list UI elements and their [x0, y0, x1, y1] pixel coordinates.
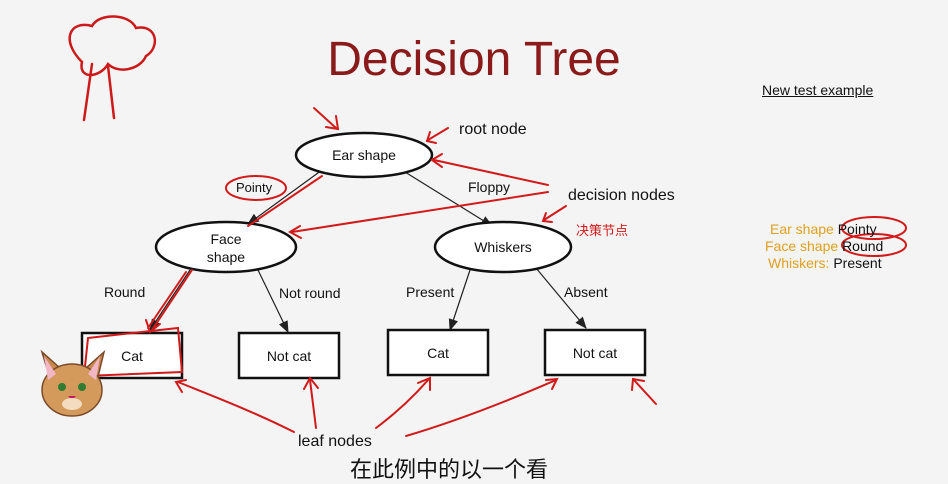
label-leaf-nodes: leaf nodes	[298, 433, 372, 450]
leaf-notcat-1	[237, 331, 341, 380]
whiskers-node	[433, 220, 573, 274]
red-arrow-decision-1-head	[430, 153, 443, 168]
pointy-circle	[225, 175, 287, 201]
round-value-circle	[841, 233, 907, 257]
face-node-label-line1: Face	[210, 231, 241, 247]
red-arrow-leaf-5-head	[631, 377, 645, 391]
tree-sketch-icon	[68, 15, 157, 122]
test-feature-face: Face shape Round	[765, 238, 883, 254]
test-feature-whiskers-key: Whiskers:	[768, 255, 830, 271]
edge-label-round: Round	[104, 284, 145, 300]
leaf-cat-2-label: Cat	[427, 345, 449, 361]
edge-label-absent: Absent	[564, 284, 608, 300]
red-arrow-leaf-1	[177, 381, 295, 433]
test-feature-ear-key: Ear shape	[770, 221, 834, 237]
face-shape-node	[154, 220, 298, 274]
red-arrow-root-a-head	[325, 115, 340, 131]
red-arrow-leaf-5	[633, 379, 657, 405]
test-feature-whiskers-value: Present	[833, 255, 882, 271]
test-feature-face-value: Round	[842, 238, 884, 254]
edge-face-to-cat	[149, 269, 191, 331]
red-path-round	[151, 269, 193, 331]
whiskers-node-label: Whiskers	[474, 239, 532, 255]
edge-face-to-notcat	[257, 269, 289, 334]
edge-label-present: Present	[406, 284, 454, 300]
face-node-label-line2: shape	[207, 249, 245, 265]
test-feature-face-key: Face shape	[765, 238, 839, 254]
red-arrow-leaf-1-head	[174, 379, 187, 393]
leaf-notcat-1-label: Not cat	[267, 348, 311, 364]
red-arrow-decision-1	[433, 159, 549, 186]
red-arrow-root-b	[427, 127, 449, 141]
edge-label-floppy: Floppy	[468, 179, 510, 195]
annotation-cn: 决策节点	[576, 223, 629, 238]
red-arrow-leaf-2	[309, 379, 317, 429]
red-path-round-b	[147, 271, 187, 329]
diagram-canvas: Ear shape Face shape Whiskers Cat Not ca…	[40, 15, 907, 450]
leaf-cat-1-label: Cat	[121, 348, 143, 364]
edge-whiskers-to-notcat	[535, 267, 587, 329]
leaf-notcat-2	[543, 328, 647, 377]
edge-label-not-round: Not round	[279, 285, 340, 301]
leaf-cat-2	[386, 328, 490, 377]
label-root-node: root node	[459, 121, 527, 138]
red-arrow-root-b-head	[425, 131, 437, 144]
test-feature-ear: Ear shape Pointy	[770, 221, 877, 237]
test-feature-ear-value: Pointy	[837, 221, 877, 237]
edge-root-to-face	[247, 169, 323, 225]
new-test-example-heading: New test example	[762, 82, 874, 98]
partial-caption: 在此例中的以一个看	[350, 457, 549, 482]
cat-face-icon	[40, 349, 106, 417]
root-node-label: Ear shape	[332, 147, 396, 163]
slide: Decision Tree	[40, 15, 907, 482]
edge-root-to-whiskers	[404, 171, 494, 227]
red-arrow-root-a	[313, 107, 337, 129]
tree-edges	[149, 169, 587, 334]
label-decision-nodes: decision nodes	[568, 187, 675, 204]
red-arrow-decision-2	[291, 191, 549, 233]
edge-label-pointy: Pointy	[236, 180, 273, 195]
cat-box-highlight	[82, 326, 184, 378]
test-feature-whiskers: Whiskers: Present	[768, 255, 882, 271]
red-arrow-decision-2-head	[287, 225, 302, 239]
red-arrow-leaf-2-head	[303, 376, 319, 390]
red-arrow-leaf-4	[405, 379, 557, 437]
page-title: Decision Tree	[327, 33, 621, 86]
red-arrow-leaf-3-head	[417, 376, 431, 391]
pointy-value-circle	[841, 216, 907, 240]
root-node	[294, 131, 434, 179]
red-arrow-leaf-3	[375, 379, 429, 429]
red-arrow-leaf-4-head	[545, 377, 559, 390]
leaf-notcat-2-label: Not cat	[573, 345, 617, 361]
edge-whiskers-to-cat	[448, 269, 471, 332]
red-arrow-decision-3	[543, 205, 567, 221]
red-path-pointy	[247, 175, 323, 227]
red-arrow-decision-3-head	[541, 212, 553, 223]
